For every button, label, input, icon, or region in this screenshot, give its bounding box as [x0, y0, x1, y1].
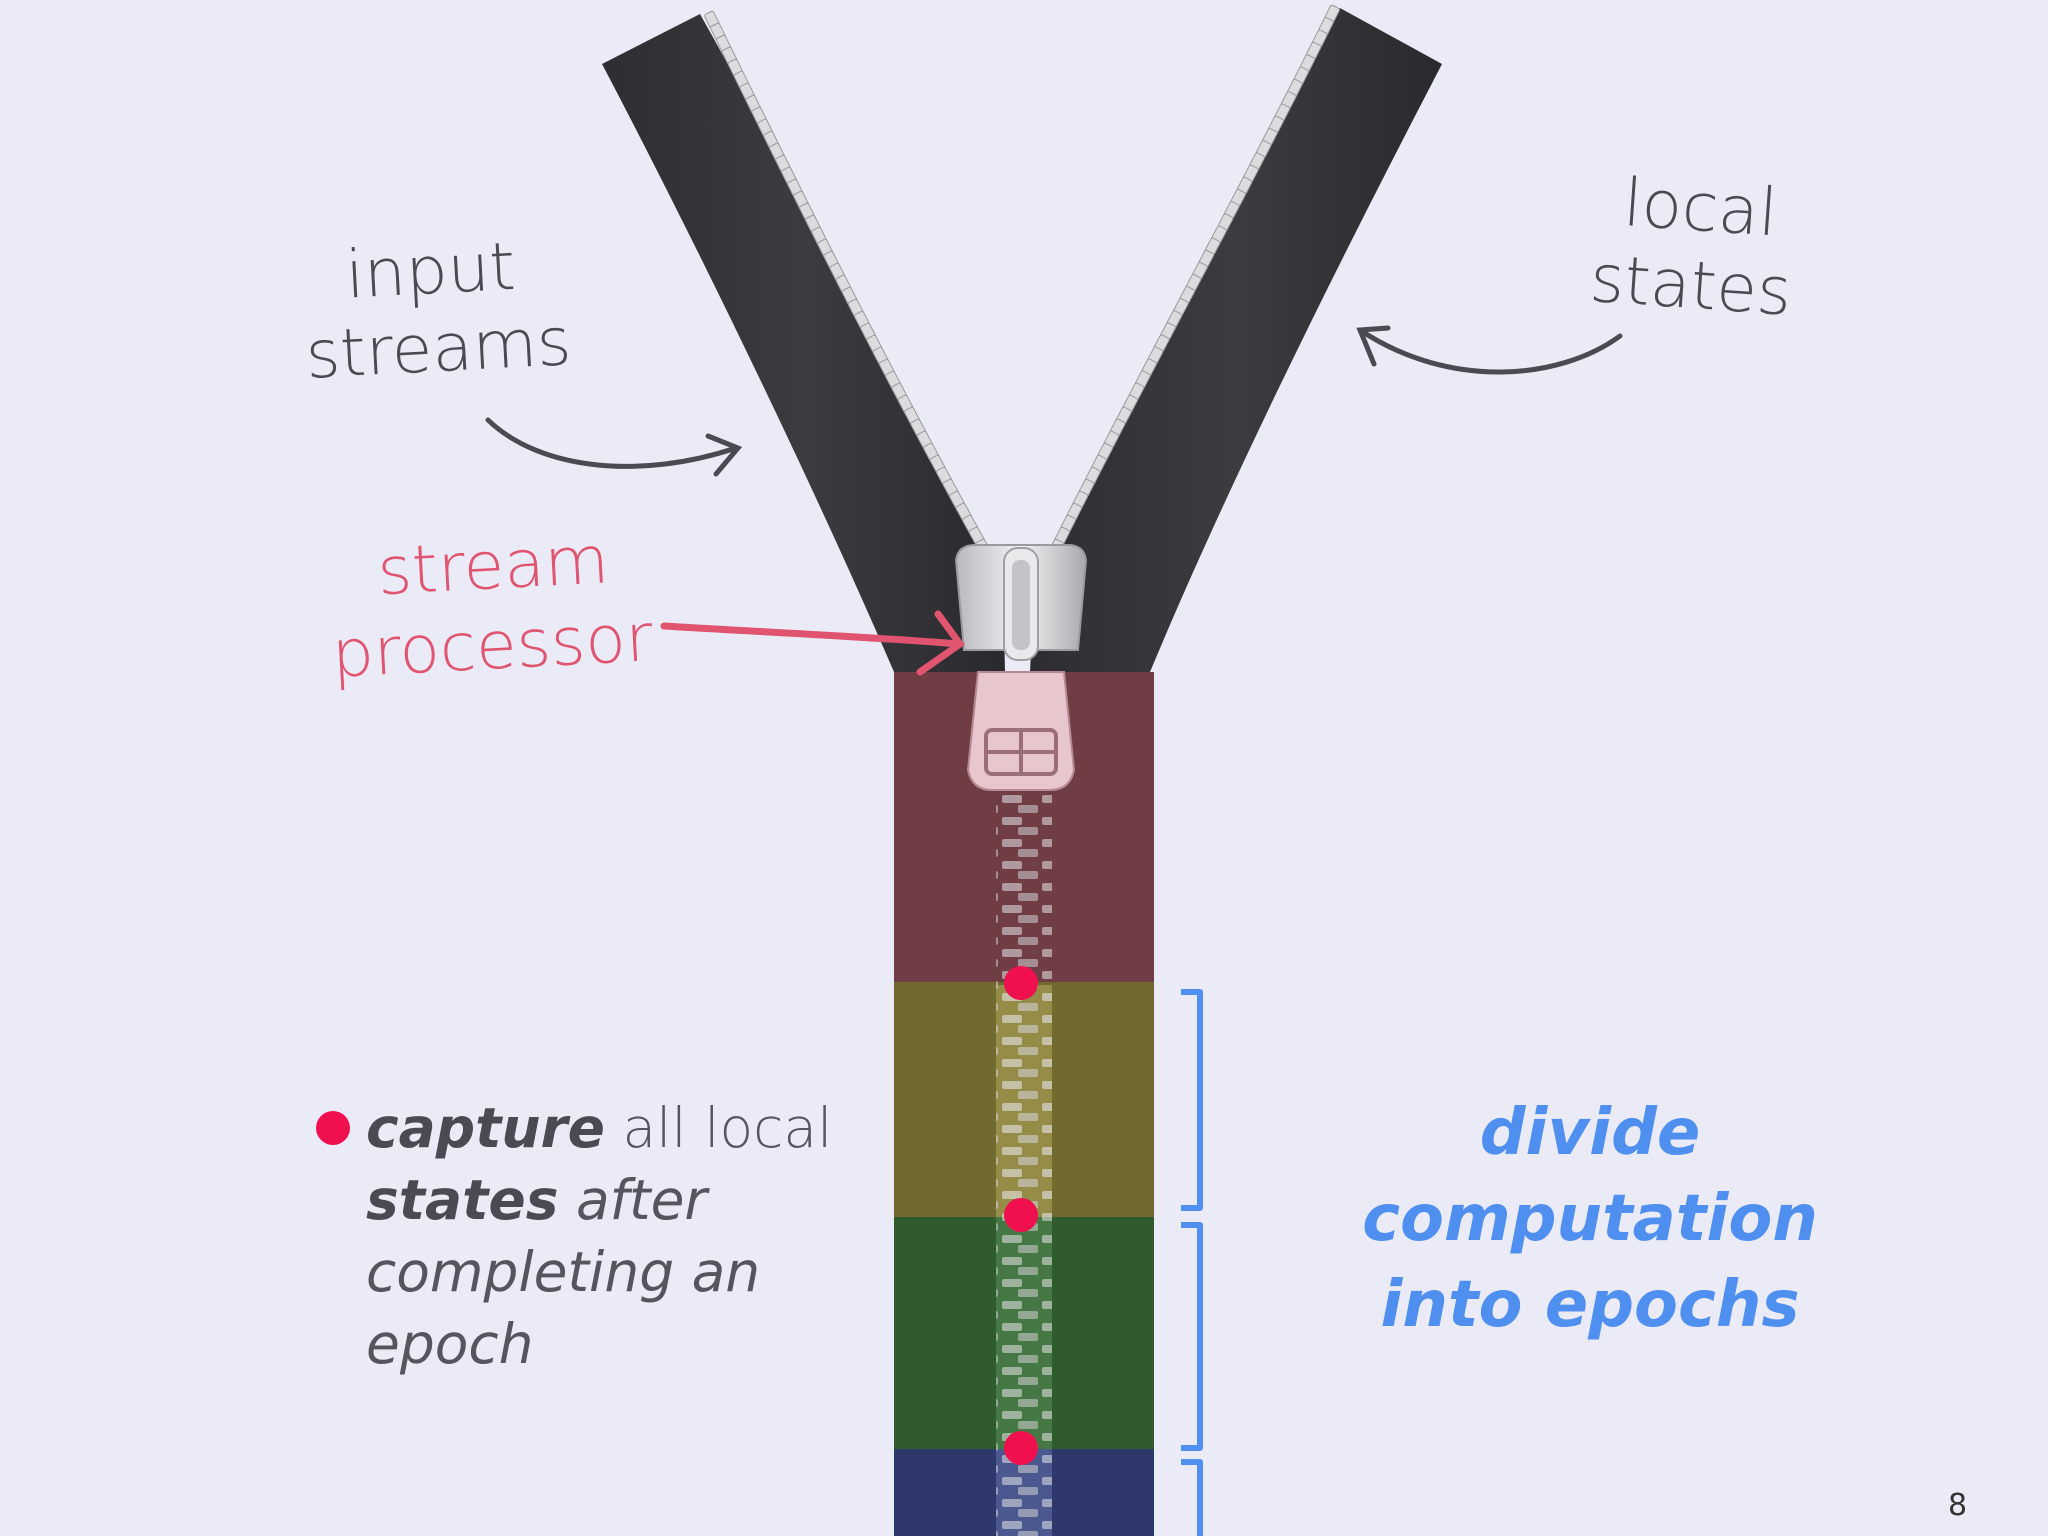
page-number: 8: [1948, 1488, 1968, 1523]
local-states-label: local states: [1587, 163, 1799, 331]
bullet-dot-icon: [316, 1111, 350, 1145]
left-zipper-teeth: [704, 10, 999, 566]
epochs-caption: divide computation into epochs: [1260, 1090, 1920, 1348]
local-states-arrow: [1356, 325, 1623, 375]
checkpoint-markers: [1004, 966, 1038, 1465]
left-zipper-tape: [602, 14, 1005, 672]
after-text: after: [558, 1168, 708, 1232]
checkpoint-dot: [1004, 1198, 1038, 1232]
epoch-bracket: [1181, 1222, 1203, 1451]
capture-bold: capture: [366, 1096, 605, 1160]
input-streams-label: input streams: [300, 227, 574, 394]
epoch-text: epoch: [366, 1312, 534, 1376]
capture-rest: all local: [604, 1096, 833, 1160]
stream-processor-line-2: processor: [329, 599, 655, 693]
checkpoint-dot: [1004, 966, 1038, 1000]
epochs-caption-line-1: divide computation: [1362, 1096, 1818, 1256]
stream-processor-line-1: stream: [375, 521, 611, 611]
local-states-line-2: states: [1587, 239, 1795, 331]
stream-processor-arrow: [660, 610, 965, 676]
epochs-caption-line-2: into epochs: [1380, 1268, 1800, 1342]
states-bold: states: [366, 1168, 559, 1232]
right-zipper-tape: [1030, 8, 1442, 672]
checkpoint-dot: [1004, 1431, 1038, 1465]
epoch-bracket: [1181, 1459, 1203, 1536]
stream-processor-label: stream processor: [326, 521, 655, 693]
input-streams-line-1: input: [343, 227, 518, 314]
input-streams-line-2: streams: [303, 302, 574, 394]
epoch-brackets: [1181, 989, 1203, 1536]
local-states-line-1: local: [1620, 163, 1780, 252]
epoch-bracket: [1181, 989, 1203, 1211]
completing-text: completing an: [366, 1240, 761, 1304]
right-zipper-teeth: [1041, 4, 1340, 566]
closed-zipper-teeth: [996, 790, 1052, 1536]
input-streams-arrow: [485, 417, 743, 477]
zipper-slider: [954, 544, 1088, 791]
